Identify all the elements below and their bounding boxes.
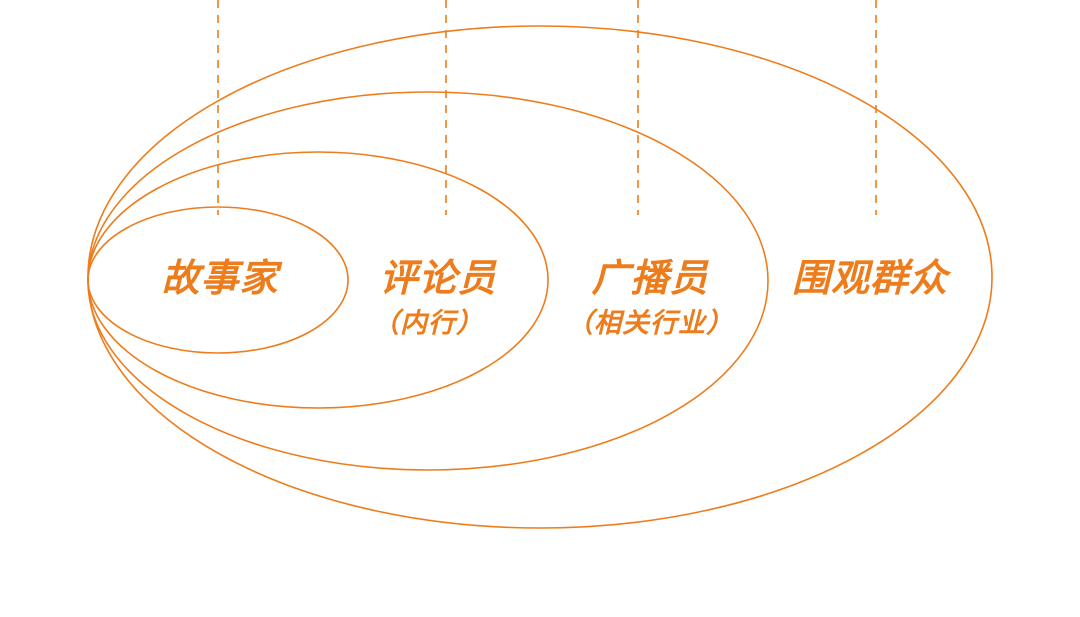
label-onlookers: 围观群众 [791, 256, 949, 300]
label-storyteller: 故事家 [161, 256, 279, 300]
label-commentator: 评论员 [379, 256, 497, 300]
label-broadcaster: 广播员 [591, 256, 709, 300]
ellipse-storyteller [87, 206, 349, 354]
sublabel-broadcaster: （相关行业） [566, 308, 734, 339]
sublabel-commentator: （内行） [372, 308, 484, 339]
